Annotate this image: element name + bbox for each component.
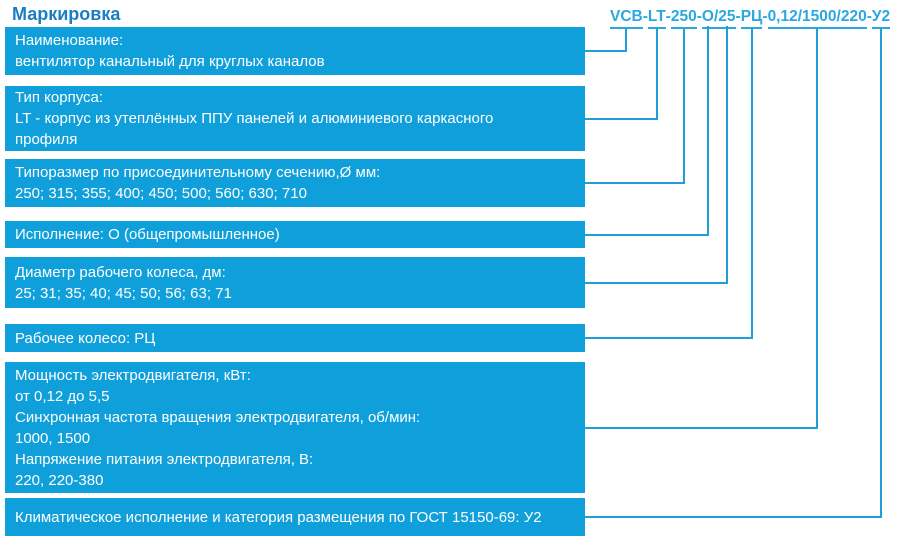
code-separator: - <box>642 8 648 25</box>
box-housing-type: Тип корпуса: LT - корпус из утеплённых П… <box>5 86 585 151</box>
box-line: 25; 31; 35; 40; 45; 50; 56; 63; 71 <box>15 284 232 302</box>
code-separator: - <box>866 8 872 25</box>
connector-line <box>585 29 753 339</box>
box-climatic-category: Климатическое исполнение и категория раз… <box>5 498 585 536</box>
page-title: Маркировка <box>12 4 121 24</box>
code-segment-version-diameter: О/25 <box>701 8 736 29</box>
connector-line <box>585 29 627 52</box>
box-line: Синхронная частота вращения электродвига… <box>15 408 421 426</box>
code-segment-version: О <box>701 8 714 25</box>
code-separator: - <box>665 8 671 25</box>
connector-line <box>585 29 685 184</box>
connector-line <box>585 26 709 236</box>
code-segment-impeller-diameter: 25 <box>718 8 736 25</box>
code-segment-impeller-type: РЦ <box>740 8 763 29</box>
box-line: от 0,12 до 5,5 <box>15 387 110 405</box>
connector-line <box>585 29 658 120</box>
code-separator: / <box>713 8 719 25</box>
box-motor-specs: Мощность электродвигателя, кВт: от 0,12 … <box>5 362 585 493</box>
box-version: Исполнение: О (общепромышленное) <box>5 221 585 248</box>
box-line: Исполнение: О (общепромышленное) <box>15 226 280 243</box>
code-segment-motor: 0,12/1500/220 <box>767 8 867 29</box>
code-segment-climatic: У2 <box>871 8 891 29</box>
product-code: VCB-LT-250-О/25-РЦ-0,12/1500/220-У2 <box>610 8 891 29</box>
box-impeller-diameter: Диаметр рабочего колеса, дм: 25; 31; 35;… <box>5 257 585 308</box>
code-segment-housing: LT <box>647 8 666 29</box>
box-line: Типоразмер по присоединительному сечению… <box>15 164 381 181</box>
box-line: Наименование: <box>15 32 124 49</box>
box-line: Напряжение питания электродвигателя, В: <box>15 450 314 468</box>
box-line: 1000, 1500 <box>15 429 91 447</box>
code-separator: - <box>696 8 702 25</box>
box-line: Мощность электродвигателя, кВт: <box>15 366 251 384</box>
box-line: Климатическое исполнение и категория раз… <box>15 508 542 526</box>
code-segment-size: 250 <box>670 8 697 29</box>
code-separator: - <box>735 8 741 25</box>
box-impeller-type: Рабочее колесо: РЦ <box>5 324 585 352</box>
box-line: LT - корпус из утеплённых ППУ панелей и … <box>15 110 494 127</box>
box-product-name: Наименование: вентилятор канальный для к… <box>5 27 585 75</box>
box-duct-size: Типоразмер по присоединительному сечению… <box>5 159 585 207</box>
box-line: профиля <box>15 131 78 148</box>
box-line: вентилятор канальный для круглых каналов <box>15 53 325 70</box>
box-line: Рабочее колесо: РЦ <box>15 329 156 347</box>
code-segment-series: VCB <box>610 8 643 29</box>
connector-line <box>585 29 882 518</box>
code-separator: - <box>762 8 768 25</box>
connector-line <box>585 29 818 429</box>
connector-line <box>585 26 728 284</box>
box-line: 220, 220-380 <box>15 471 104 489</box>
box-line: Диаметр рабочего колеса, дм: <box>15 263 226 281</box>
box-line: 250; 315; 355; 400; 450; 500; 560; 630; … <box>15 185 307 202</box>
box-line: Тип корпуса: <box>15 89 104 106</box>
